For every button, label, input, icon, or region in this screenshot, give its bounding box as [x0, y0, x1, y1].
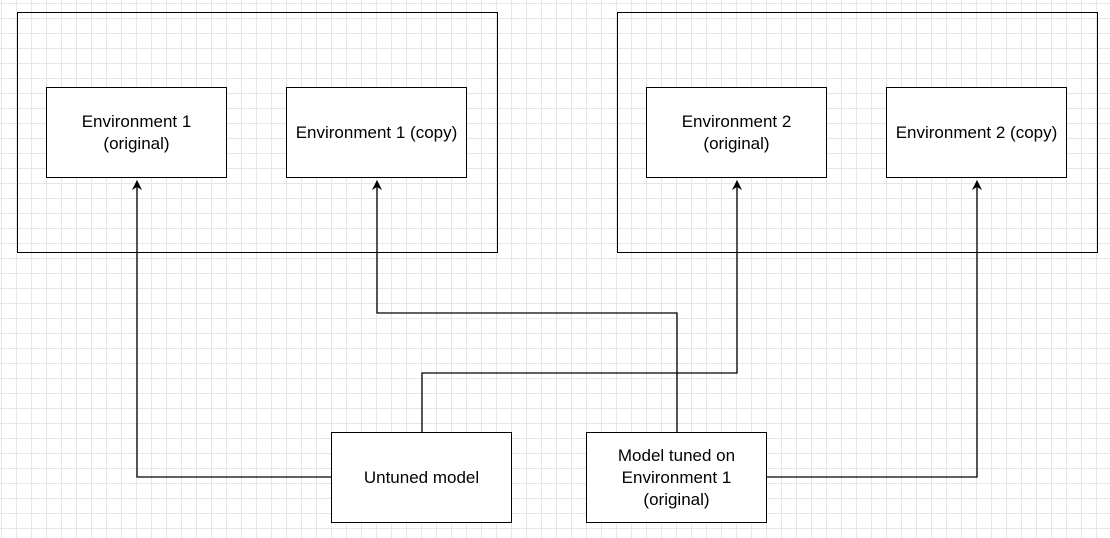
environment-1-group[interactable] — [17, 12, 498, 253]
environment-2-original-label: Environment 2 (original) — [681, 111, 792, 153]
environment-1-original-label: Environment 1 (original) — [81, 111, 192, 153]
environment-2-group[interactable] — [617, 12, 1098, 253]
untuned-model-node[interactable]: Untuned model — [331, 432, 512, 523]
environment-1-copy-label: Environment 1 (copy) — [295, 122, 458, 142]
edge-untuned-to-env2-original[interactable] — [421, 180, 742, 433]
edge-tuned-to-env2-copy[interactable] — [767, 180, 982, 478]
tuned-model-label: Model tuned on Environment 1 (original) — [617, 445, 736, 509]
environment-2-copy-label: Environment 2 (copy) — [895, 122, 1058, 142]
environment-2-copy-node[interactable]: Environment 2 (copy) — [886, 87, 1067, 178]
environment-1-copy-node[interactable]: Environment 1 (copy) — [286, 87, 467, 178]
tuned-model-node[interactable]: Model tuned on Environment 1 (original) — [586, 432, 767, 523]
untuned-model-label: Untuned model — [363, 467, 480, 487]
edge-untuned-to-env1-original[interactable] — [132, 180, 332, 478]
edge-tuned-to-env1-copy[interactable] — [372, 180, 678, 433]
environment-1-original-node[interactable]: Environment 1 (original) — [46, 87, 227, 178]
environment-2-original-node[interactable]: Environment 2 (original) — [646, 87, 827, 178]
